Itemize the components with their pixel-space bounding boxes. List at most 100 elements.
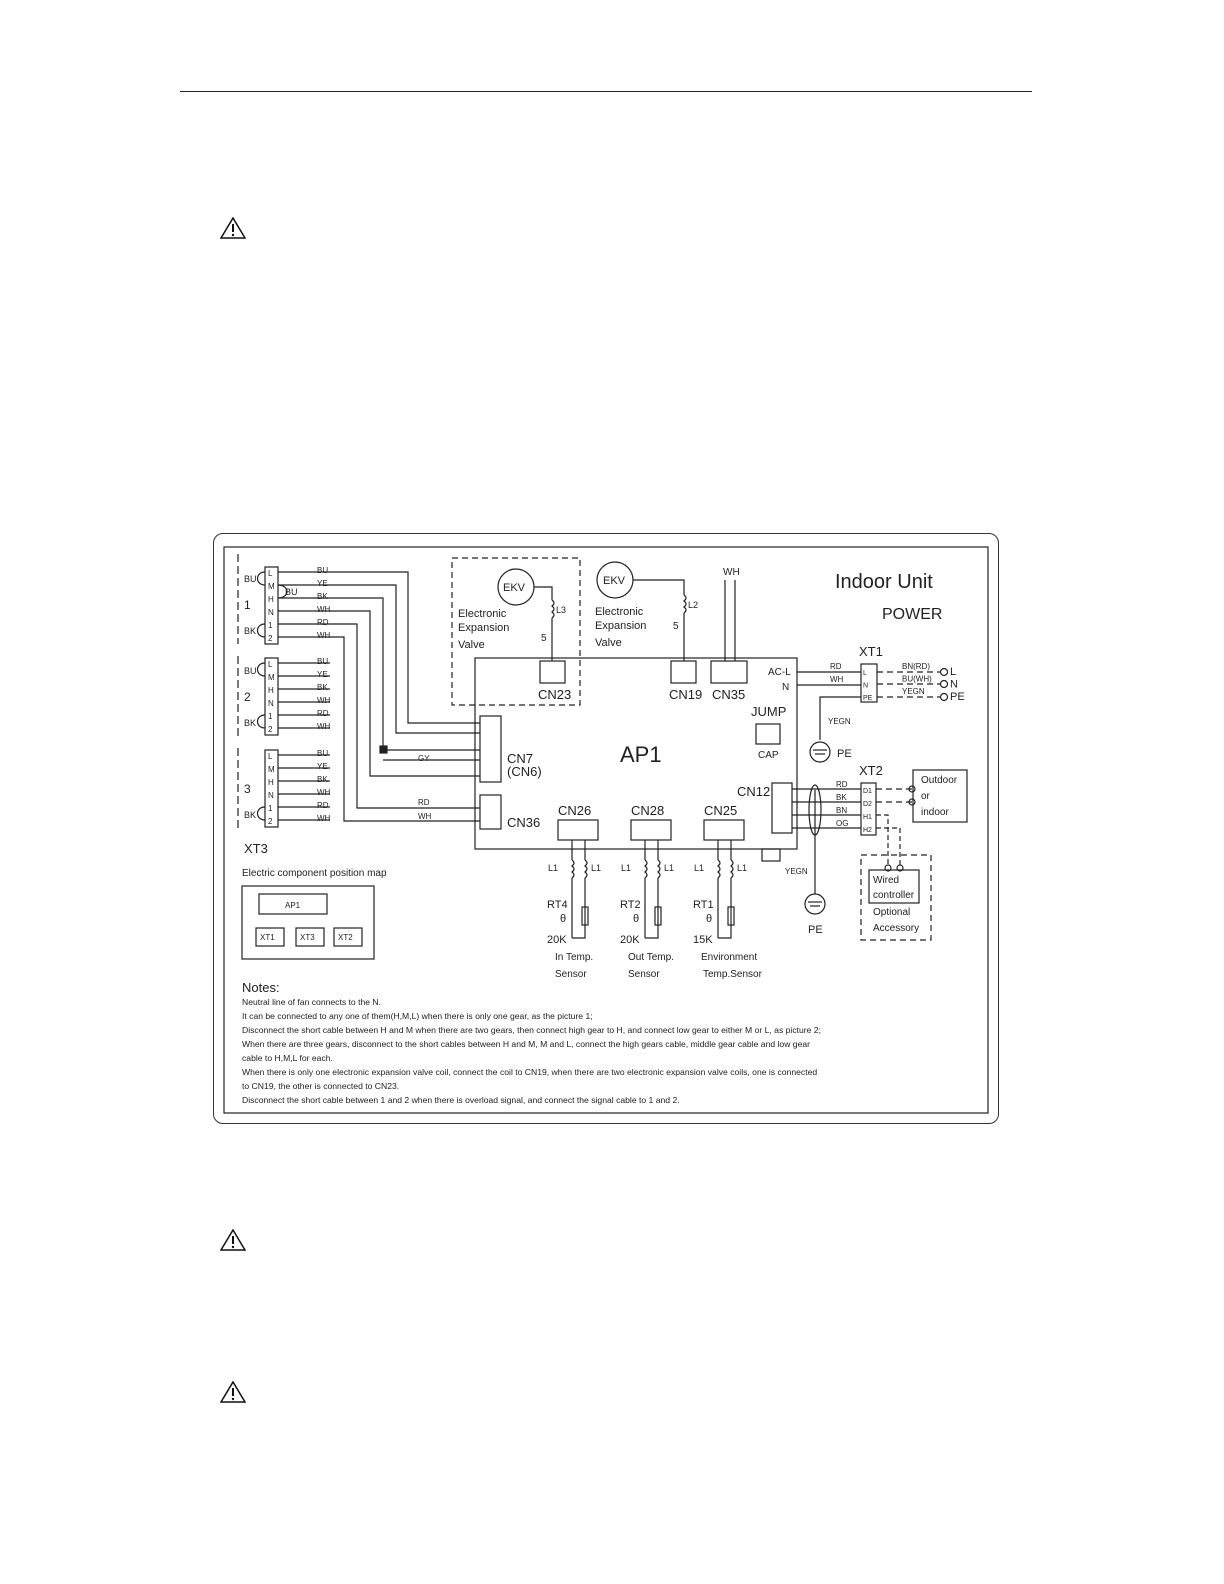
xt3-pin-label: L (268, 660, 273, 669)
xt2-label: XT2 (859, 763, 883, 778)
ekv1-label: Electronic (458, 608, 507, 620)
loop-label: BU (244, 574, 257, 584)
wire-rd: RD (418, 798, 430, 807)
theta-icon: θ (633, 913, 639, 925)
sensor-rt-label: RT1 (693, 899, 714, 911)
cn35-wire-label: WH (723, 567, 740, 578)
sensor-coil-label: L1 (621, 863, 631, 873)
cn23-label: CN23 (538, 687, 571, 702)
cap-label: CAP (758, 750, 779, 761)
position-map-box (241, 885, 375, 960)
ekv2-label: Valve (595, 637, 622, 649)
xt1-terminal-label: N (950, 679, 958, 691)
xt1-wire-wh: WH (830, 675, 844, 684)
xt3-pin-label: 1 (268, 712, 273, 721)
xt3-pin-label: 2 (268, 817, 273, 826)
xt3-pin-label: L (268, 752, 273, 761)
xt3-pin-label: 2 (268, 725, 273, 734)
note-line: When there are three gears, disconnect t… (242, 1039, 810, 1049)
wired-controller-unit (868, 869, 920, 904)
xt3-wire-label: WH (317, 696, 331, 705)
xt1-out-label: BN(RD) (902, 662, 930, 671)
xt3-wire-label: RD (317, 709, 329, 718)
loop-label: BU (285, 587, 298, 597)
xt3-wire-label: WH (317, 722, 331, 731)
sensor-value-label: 20K (547, 934, 567, 946)
xt1-pin-label: L (863, 670, 867, 677)
wired-line1: Wired (873, 875, 899, 886)
xt3-label: XT3 (244, 841, 268, 856)
xt3-wire-label: BK (317, 683, 328, 692)
loop-label: BK (244, 718, 256, 728)
sensor-rt-label: RT2 (620, 899, 641, 911)
cn6-label: (CN6) (507, 764, 542, 779)
yegn2-label: YEGN (785, 867, 808, 876)
sensor-label: In Temp. (555, 952, 593, 963)
ekv1-box (451, 557, 581, 706)
xt3-wire-label: BU (317, 566, 328, 575)
header-rule (180, 91, 1032, 92)
xt2-wire-label: BN (836, 806, 847, 815)
note-line: Disconnect the short cable between H and… (242, 1025, 821, 1035)
sensor-label: Temp.Sensor (703, 969, 763, 980)
outdoor-box (912, 769, 968, 823)
xt1-pin-label: PE (863, 695, 873, 702)
xt1-terminal-label: L (950, 666, 956, 678)
xt3-wire-label: RD (317, 801, 329, 810)
ekv1-pin: 5 (541, 633, 547, 644)
loop-label: BK (244, 810, 256, 820)
sensor-value-label: 20K (620, 934, 640, 946)
warning-icon (220, 217, 246, 239)
theta-icon: θ (560, 913, 566, 925)
acl-label: AC-L (768, 667, 791, 678)
ekv2-coil: L2 (688, 600, 698, 610)
position-map-xt1: XT1 (260, 933, 275, 942)
xt2-pin-label: H1 (863, 814, 872, 821)
xt3-wire-label: BU (317, 657, 328, 666)
ekv1-label: Valve (458, 639, 485, 651)
cn19-label: CN19 (669, 687, 702, 702)
sensor-rt-label: RT4 (547, 899, 568, 911)
xt3-pin-label: H (268, 686, 274, 695)
sensor-label: Environment (701, 952, 757, 963)
xt1-label: XT1 (859, 644, 883, 659)
xt3-wire-label: RD (317, 618, 329, 627)
note-line: cable to H,M,L for each. (242, 1053, 333, 1063)
outdoor-line1: Outdoor (921, 775, 958, 786)
ekv1-circle-label: EKV (503, 582, 526, 594)
ekv1-coil: L3 (556, 605, 566, 615)
xt2-pin-label: D2 (863, 801, 872, 808)
outdoor-line2: or (921, 791, 931, 802)
xt3-pin-label: H (268, 778, 274, 787)
outdoor-line3: indoor (921, 807, 949, 818)
wired-opt2: Accessory (873, 923, 919, 934)
yegn-label: YEGN (828, 717, 851, 726)
sensor-label: Out Temp. (628, 952, 674, 963)
cn36-label: CN36 (507, 815, 540, 830)
cn7-label: CN7 (507, 751, 533, 766)
group-3-num: 3 (244, 782, 251, 796)
diagram-title: Indoor Unit (835, 571, 933, 593)
ekv2-pin: 5 (673, 621, 679, 632)
xt2-wire-label: RD (836, 780, 848, 789)
xt2-pin-label: H2 (863, 827, 872, 834)
ekv2-circle-label: EKV (603, 575, 626, 587)
xt3-wire-label: WH (317, 814, 331, 823)
theta-icon: θ (706, 913, 712, 925)
note-line: Neutral line of fan connects to the N. (242, 997, 381, 1007)
loop-label: BU (244, 666, 257, 676)
note-line: to CN19, the other is connected to CN23. (242, 1081, 399, 1091)
pe-label: PE (837, 748, 852, 760)
wiring-diagram-frame (213, 533, 999, 1124)
wired-controller-box (860, 854, 932, 941)
xt3-pin-label: M (268, 582, 275, 591)
xt3-wire-label: BK (317, 592, 328, 601)
xt1-wire-rd: RD (830, 662, 842, 671)
xt3-pin-label: N (268, 608, 274, 617)
pe2-label: PE (808, 924, 823, 936)
xt3-wire-label: YE (317, 670, 328, 679)
position-map-xt3: XT3 (300, 933, 315, 942)
notes-title: Notes: (242, 980, 280, 995)
xt3-pin-label: N (268, 699, 274, 708)
xt1-pin-label: N (863, 683, 868, 690)
